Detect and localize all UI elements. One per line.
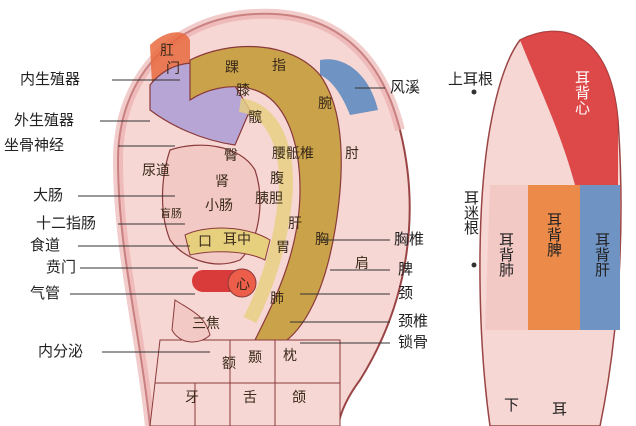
back-spleen-zone (528, 185, 580, 330)
right-leader-lines (290, 87, 390, 344)
zone-fu: 腹 (270, 170, 284, 187)
label-shang-er-gen: 上耳根 (448, 70, 494, 88)
label-dachang: 大肠 (33, 186, 64, 204)
zone-zhou: 肘 (345, 146, 359, 162)
label-neishengzhiqi: 内生殖器 (20, 70, 81, 88)
fengxi-zone (320, 59, 378, 115)
zone-xiaochang: 小肠 (205, 198, 233, 214)
front-ear: 肛 门 踝 指 膝 髋 腕 臀 腰骶椎 肘 尿道 肾 腹 胰胆 盲肠 小肠 肝 … (112, 8, 411, 426)
zone-e: 额 (222, 356, 236, 372)
zone-kou: 口 (198, 234, 212, 250)
label-er-mi-gen: 耳迷根 (462, 190, 480, 235)
zone-kuan: 髋 (248, 109, 262, 126)
zone-wei: 胃 (276, 240, 290, 256)
zone-xi: 膝 (236, 83, 250, 99)
label-xia-partial: 下 (504, 396, 520, 414)
zone-wan: 腕 (318, 96, 332, 112)
zone-she: 舌 (243, 390, 257, 406)
zone-zhi: 指 (272, 58, 286, 74)
label-qiguan: 气管 (30, 284, 61, 302)
zone-yidan: 胰胆 (255, 191, 283, 207)
back-ear (471, 30, 622, 426)
heart-zone (227, 268, 257, 298)
label-er-bei-pi: 耳背脾 (545, 212, 563, 257)
zone-tun: 臀 (224, 148, 238, 164)
zone-men: 门 (166, 61, 180, 77)
label-benmen: 贲门 (46, 258, 77, 276)
label-er-partial: 耳 (552, 400, 568, 418)
zone-zhen: 枕 (283, 348, 297, 364)
label-jingzhui: 颈椎 (398, 312, 429, 330)
label-pi: 脾 (398, 260, 414, 278)
zone-gan: 肝 (288, 216, 302, 232)
zone-nie: 颞 (248, 350, 262, 366)
label-neifenmi: 内分泌 (38, 342, 84, 360)
label-waishengzhiqi: 外生殖器 (14, 111, 75, 129)
zone-shen: 肾 (215, 174, 229, 190)
zone-jian: 肩 (355, 256, 369, 272)
zone-huai: 踝 (225, 60, 239, 76)
label-suogu: 锁骨 (398, 333, 429, 351)
zone-niaodao: 尿道 (142, 163, 170, 179)
zone-he: 颌 (292, 390, 306, 406)
label-shidao: 食道 (30, 236, 61, 254)
label-xiongzhui: 胸椎 (394, 230, 425, 248)
back-heart-zone (520, 31, 618, 185)
zone-ya: 牙 (185, 390, 199, 406)
label-zuogushenjing: 坐骨神经 (4, 136, 65, 154)
zone-gang: 肛 (160, 43, 174, 59)
zone-sanjiao: 三焦 (192, 316, 220, 332)
zone-erzhong: 耳中 (223, 232, 251, 248)
label-er-bei-xin: 耳背心 (573, 70, 591, 115)
zone-fei: 肺 (270, 291, 284, 307)
zone-xin: 心 (236, 277, 250, 293)
zone-yaodizhui: 腰骶椎 (272, 146, 314, 162)
label-fengxi: 风溪 (390, 78, 421, 96)
label-er-bei-fei: 耳背肺 (497, 232, 515, 277)
label-jing: 颈 (398, 284, 414, 302)
label-er-bei-gan: 耳背肝 (593, 232, 611, 277)
back-liver-zone (580, 185, 620, 330)
zone-manchang: 盲肠 (160, 206, 182, 220)
label-shierzhichang: 十二指肠 (36, 214, 97, 232)
left-leader-lines (70, 79, 210, 353)
